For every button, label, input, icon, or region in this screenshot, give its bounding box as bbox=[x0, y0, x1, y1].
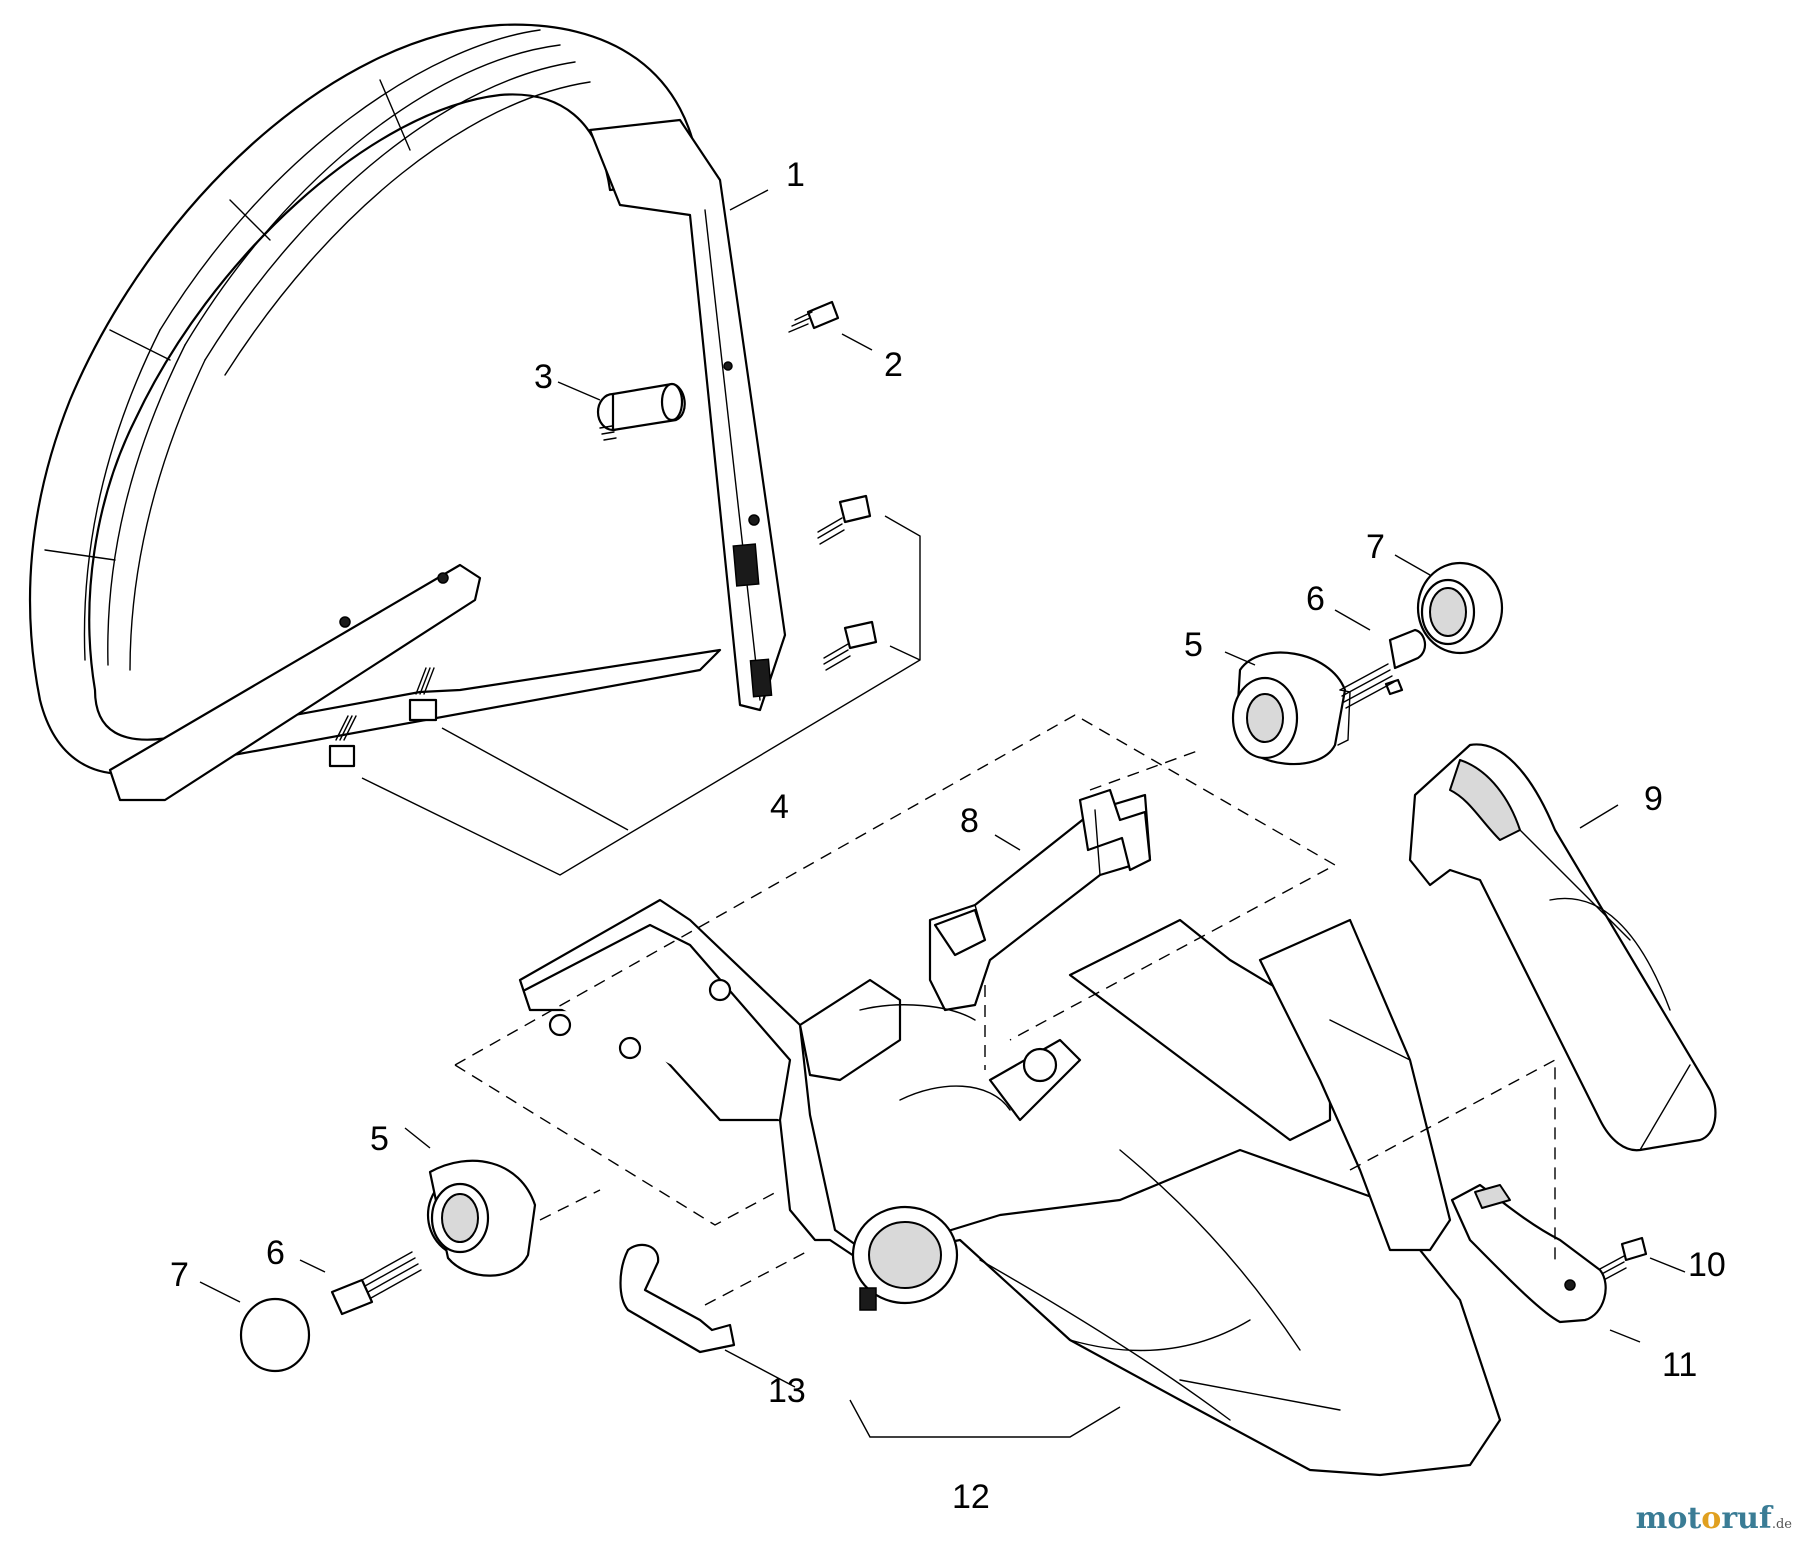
hose-13 bbox=[619, 1243, 736, 1354]
callout-labels: 1 2 3 4 5 6 7 8 9 5 6 7 10 11 12 13 bbox=[170, 156, 1726, 1516]
screw-10 bbox=[1597, 1236, 1648, 1283]
callout-13: 13 bbox=[768, 1372, 806, 1410]
bracket-8 bbox=[928, 788, 1152, 1012]
assembly-lines bbox=[454, 714, 1556, 1306]
front-handle-bar bbox=[28, 23, 787, 802]
callout-5-lower: 5 bbox=[370, 1120, 389, 1158]
callout-7-upper: 7 bbox=[1366, 528, 1385, 566]
callout-4: 4 bbox=[770, 788, 789, 826]
watermark-tld: .de bbox=[1771, 1517, 1792, 1532]
callout-8: 8 bbox=[960, 802, 979, 840]
watermark-logo: motoruf.de bbox=[1636, 1501, 1792, 1536]
damper-set-lower bbox=[239, 1159, 537, 1373]
callout-11: 11 bbox=[1662, 1346, 1697, 1384]
watermark-part-2: o bbox=[1701, 1501, 1722, 1536]
callout-10: 10 bbox=[1688, 1246, 1726, 1284]
callout-7-lower: 7 bbox=[170, 1256, 189, 1294]
damper-set-upper bbox=[1231, 561, 1504, 766]
guard-11 bbox=[1450, 1183, 1607, 1324]
callout-9: 9 bbox=[1644, 780, 1663, 818]
leader-lines bbox=[199, 189, 1686, 1438]
watermark-part-3: ruf bbox=[1721, 1501, 1772, 1536]
spacer-3 bbox=[596, 382, 686, 441]
callout-6-upper: 6 bbox=[1306, 580, 1325, 618]
rear-handle-body-12 bbox=[518, 898, 1502, 1477]
screw-2 bbox=[788, 300, 840, 333]
cover-9 bbox=[1408, 743, 1717, 1152]
callout-12: 12 bbox=[952, 1478, 990, 1516]
callout-5-upper: 5 bbox=[1184, 626, 1203, 664]
callout-6-lower: 6 bbox=[266, 1234, 285, 1272]
callout-2: 2 bbox=[884, 346, 903, 384]
screw-set-4 bbox=[328, 494, 921, 876]
watermark-part-1: mot bbox=[1635, 1501, 1702, 1536]
callout-3: 3 bbox=[534, 358, 553, 396]
callout-1: 1 bbox=[786, 156, 805, 194]
